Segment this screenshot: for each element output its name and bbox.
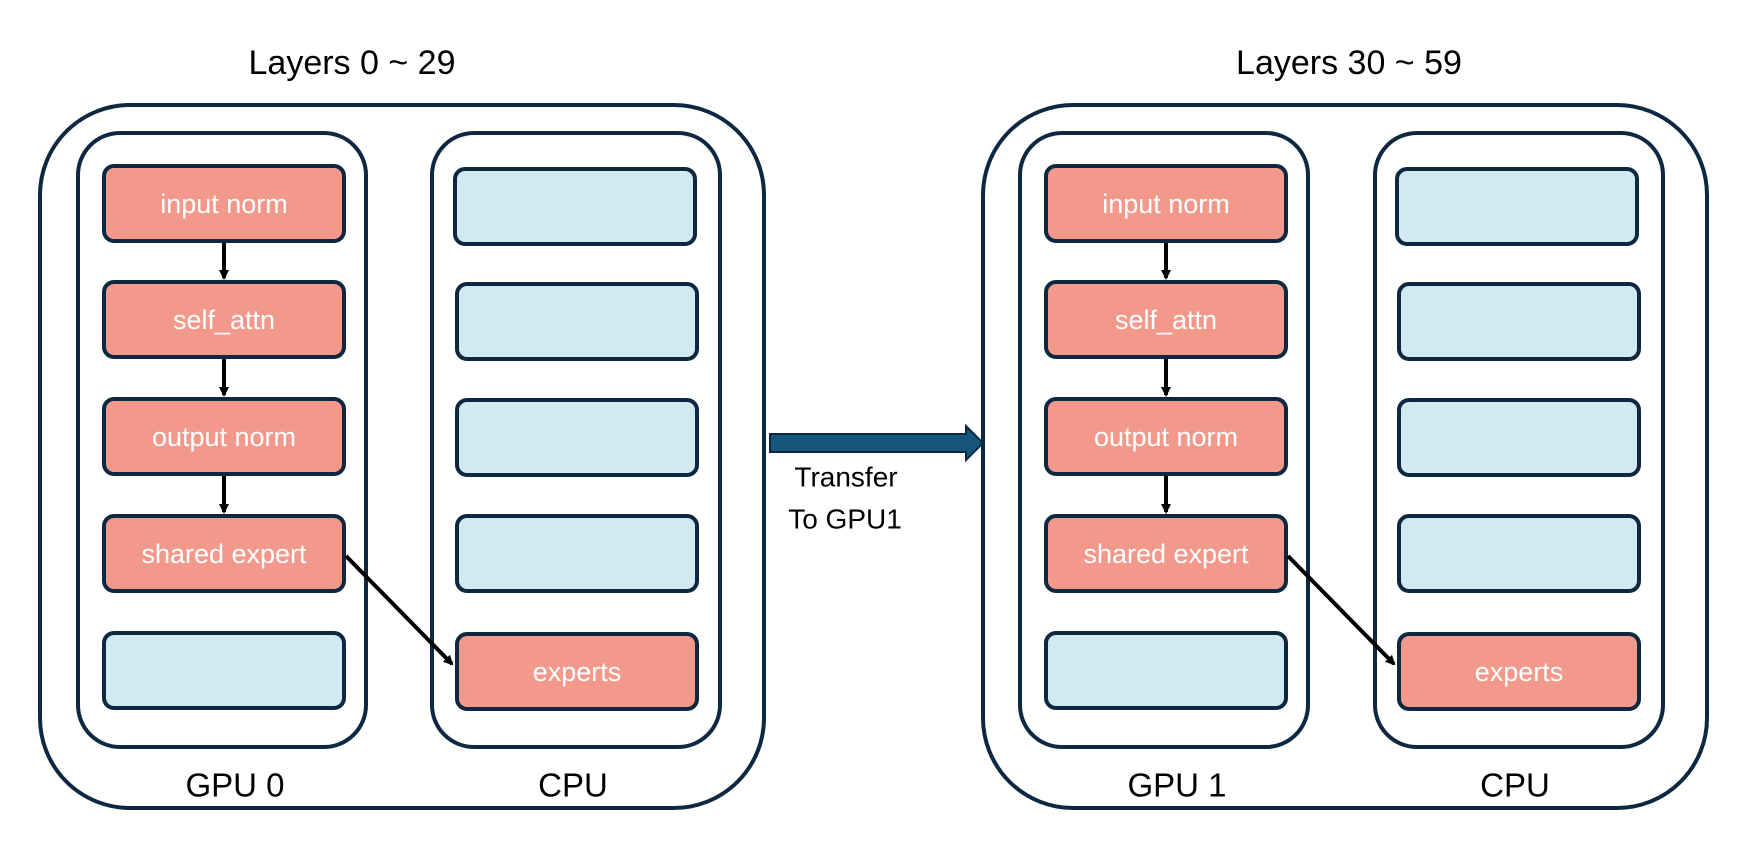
gpu-1-shared-expert-label: shared expert: [1083, 539, 1249, 569]
cpu-1-panel: [430, 131, 722, 749]
cpu-2-empty-slot-3: [1397, 398, 1641, 477]
gpu-0-output-norm-box: [102, 397, 346, 476]
gpu-1-input-norm-box: [1044, 164, 1288, 243]
group-2-container: [981, 103, 1709, 810]
gpu-1-self-attn-label: self_attn: [1115, 305, 1217, 335]
cpu-2-empty-slot-1: [1395, 167, 1639, 246]
gpu-0-shared-expert-label: shared expert: [141, 539, 307, 569]
gpu-0-input-norm-label: input norm: [160, 189, 288, 219]
gpu-0-input-norm-box: [102, 164, 346, 243]
transfer-link: Transfer To GPU1: [769, 423, 985, 535]
gpu-1-output-norm-box: [1044, 397, 1288, 476]
gpu-1-empty-slot: [1044, 631, 1288, 710]
layer-group-2: Layers 30 ~ 59 input norm self_attn outp…: [981, 44, 1709, 810]
cpu-column-2: experts CPU: [1373, 131, 1665, 804]
transfer-label-line-1: Transfer: [794, 462, 897, 493]
cpu-2-label: CPU: [1480, 767, 1550, 804]
group-1-shared-to-experts-arrow: [344, 554, 454, 666]
cpu-1-empty-slot-1: [453, 167, 697, 246]
gpu-0-self-attn-box: [102, 280, 346, 359]
cpu-2-empty-slot-4: [1397, 514, 1641, 593]
gpu-0-shared-expert-box: [102, 514, 346, 593]
gpu-0-empty-slot: [102, 631, 346, 710]
layer-group-1: Layers 0 ~ 29 input norm self_attn outpu…: [38, 44, 766, 810]
gpu-0-output-norm-label: output norm: [152, 422, 296, 452]
gpu-1-shared-expert-box: [1044, 514, 1288, 593]
gpu-1-input-norm-label: input norm: [1102, 189, 1230, 219]
cpu-2-empty-slot-2: [1397, 282, 1641, 361]
cpu-column-1: experts CPU: [430, 131, 722, 804]
cpu-1-label: CPU: [538, 767, 608, 804]
cpu-2-experts-box: [1397, 632, 1641, 711]
gpu-1-column: input norm self_attn output norm shared …: [1018, 131, 1310, 804]
cpu-1-empty-slot-2: [455, 282, 699, 361]
gpu-1-panel: [1018, 131, 1310, 749]
gpu-1-self-attn-box: [1044, 280, 1288, 359]
group-2-title: Layers 30 ~ 59: [1236, 44, 1462, 82]
gpu-0-column: input norm self_attn output norm shared …: [76, 131, 368, 804]
group-1-title: Layers 0 ~ 29: [249, 44, 456, 82]
gpu-0-self-attn-label: self_attn: [173, 305, 275, 335]
group-2-shared-to-experts-arrow: [1286, 554, 1396, 666]
cpu-2-panel: [1373, 131, 1665, 749]
gpu-0-label: GPU 0: [185, 767, 284, 804]
transfer-label-line-2: To GPU1: [788, 504, 902, 535]
cpu-2-experts-label: experts: [1475, 657, 1564, 687]
transfer-arrow: [769, 423, 985, 463]
gpu-0-panel: [76, 131, 368, 749]
cpu-1-empty-slot-4: [455, 514, 699, 593]
gpu-1-output-norm-label: output norm: [1094, 422, 1238, 452]
cpu-1-experts-label: experts: [533, 657, 622, 687]
cpu-1-empty-slot-3: [455, 398, 699, 477]
cpu-1-experts-box: [455, 632, 699, 711]
group-1-container: [38, 103, 766, 810]
gpu-1-label: GPU 1: [1127, 767, 1226, 804]
